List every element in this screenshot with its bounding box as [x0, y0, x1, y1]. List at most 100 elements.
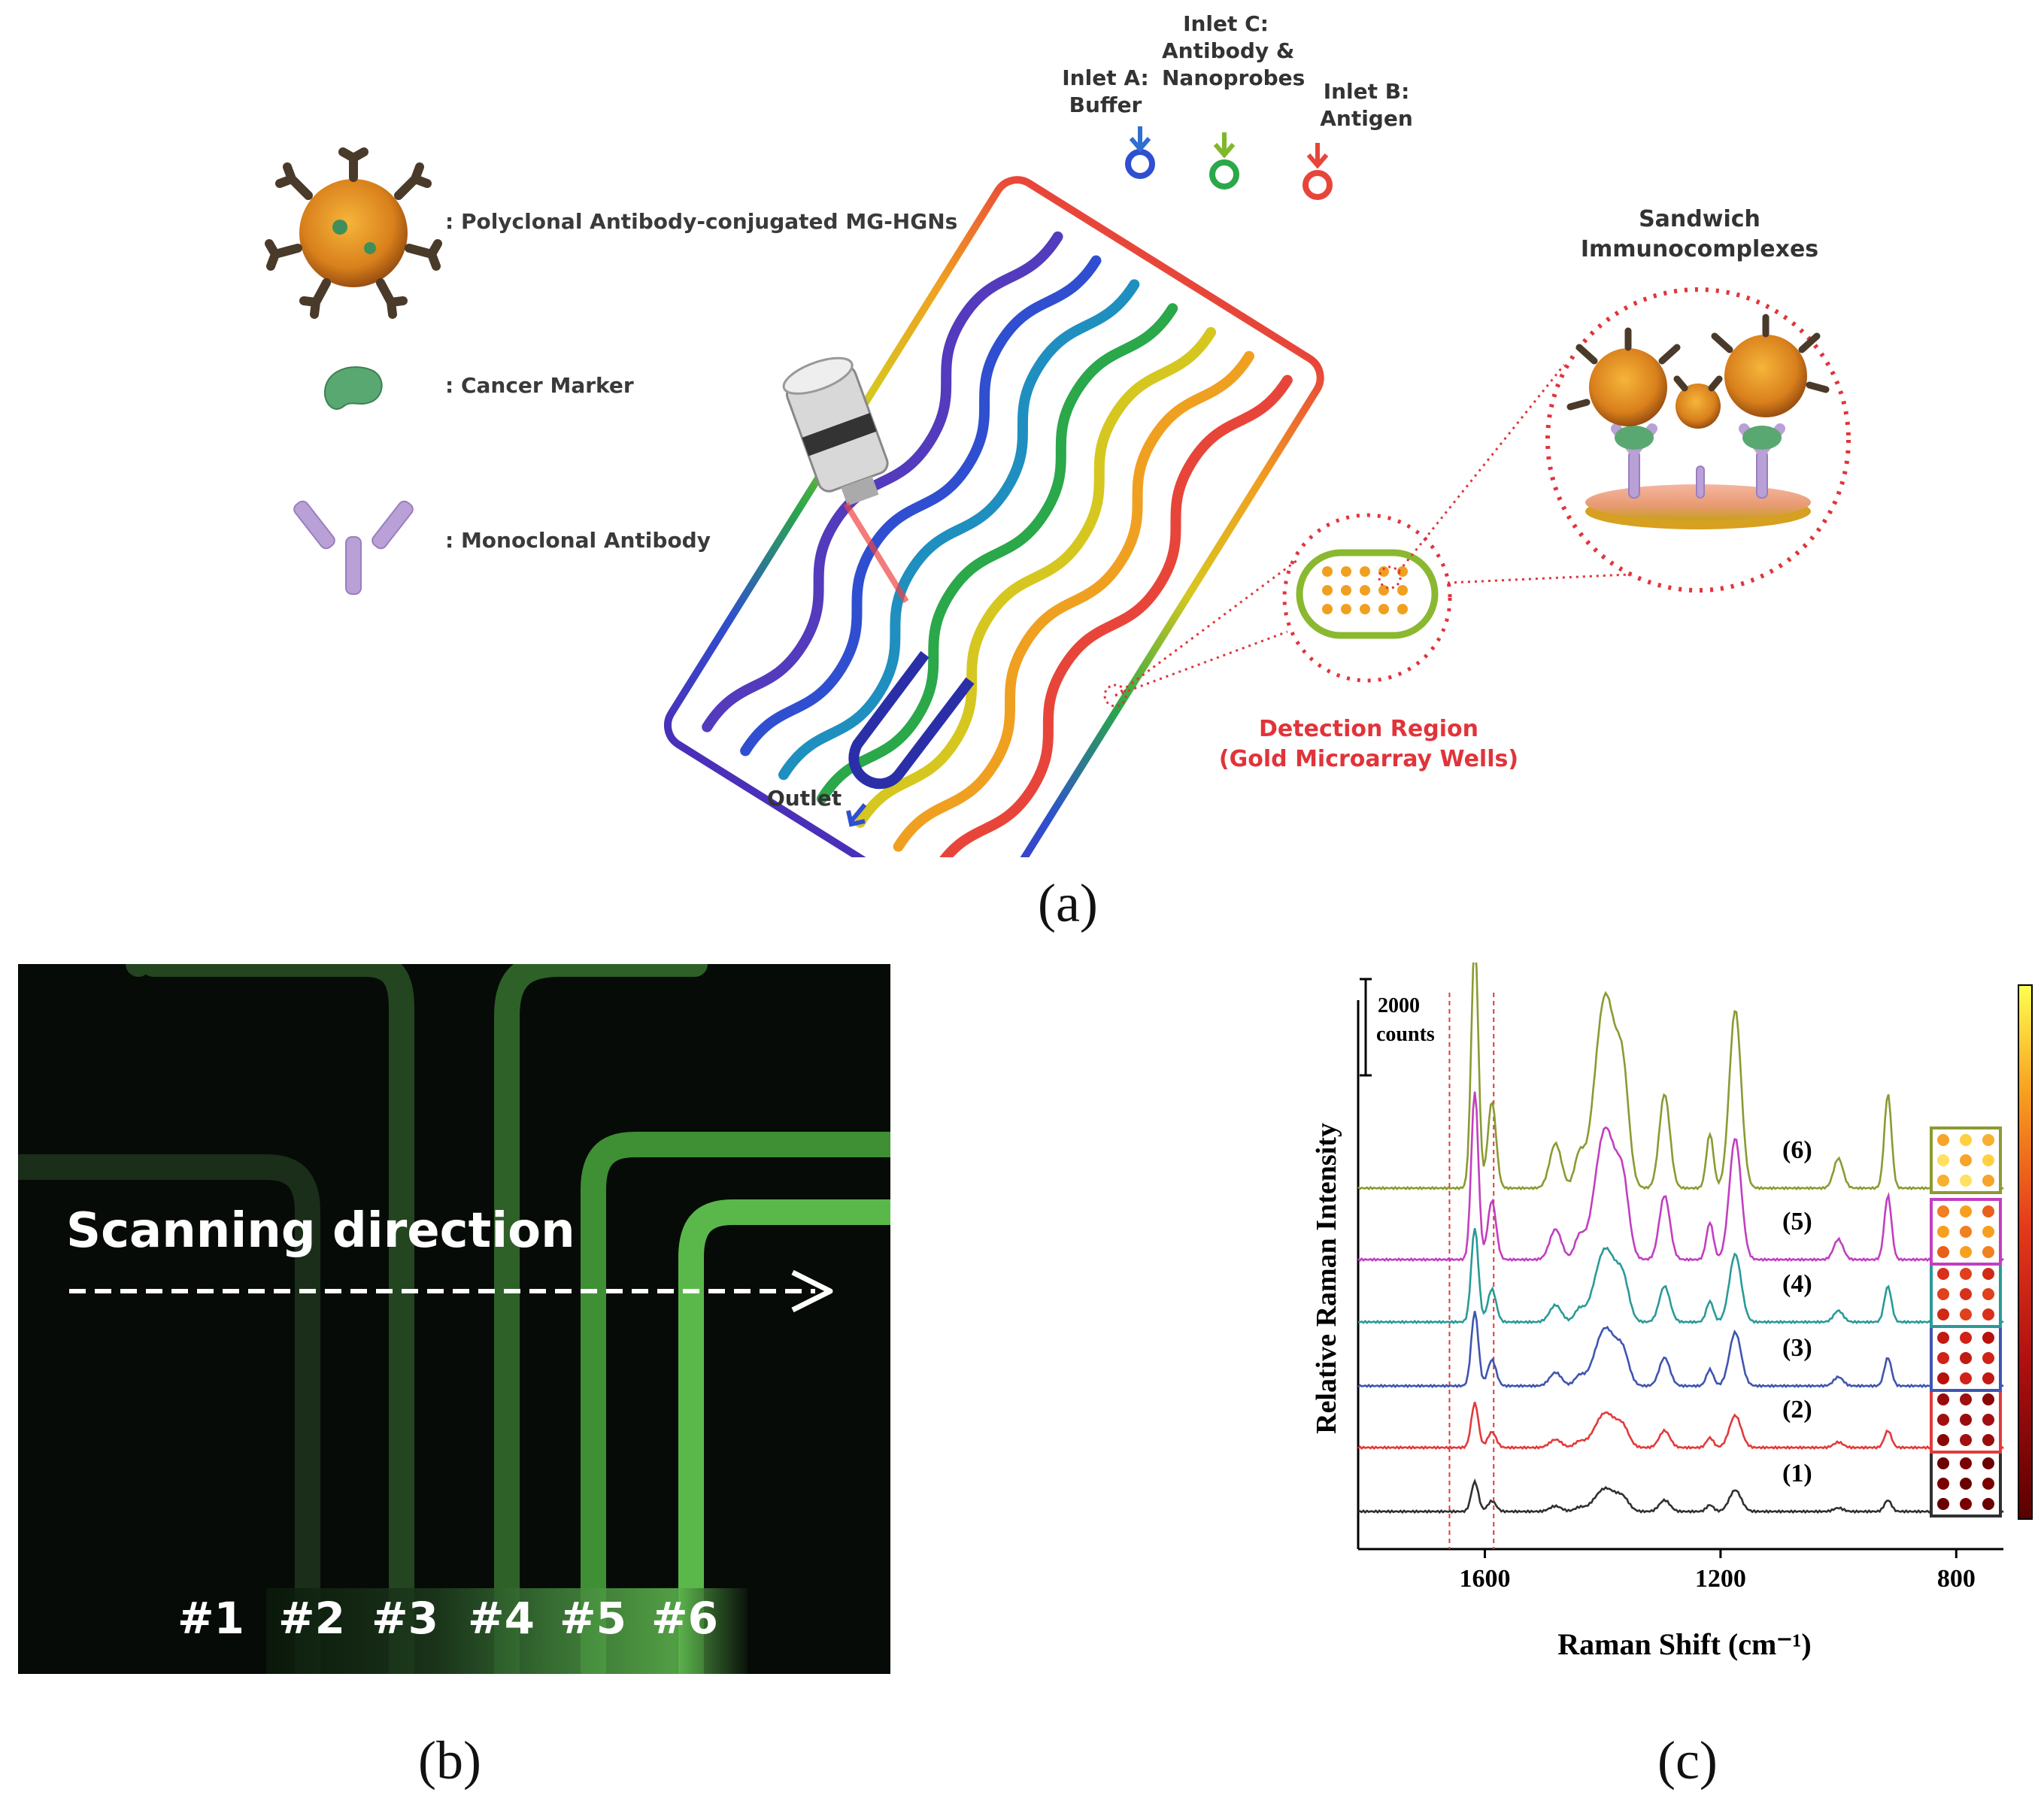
spectrum-line-3 — [1357, 1311, 2004, 1389]
inset-dot — [1960, 1332, 1972, 1344]
inset-dot — [1982, 1478, 1994, 1490]
scanning-direction-label: Scanning direction — [66, 1203, 575, 1259]
inset-dot — [1937, 1134, 1949, 1146]
inset-dot — [1937, 1205, 1949, 1217]
inset-dot — [1982, 1372, 1994, 1384]
inset-dot — [1937, 1393, 1949, 1405]
inset-dot — [1937, 1154, 1949, 1166]
inset-dot — [1960, 1457, 1972, 1469]
spectrum-line-2 — [1357, 1402, 2004, 1451]
y-axis-label: Relative Raman Intensity — [1311, 1123, 1342, 1434]
x-tick-label: 800 — [1937, 1565, 1976, 1593]
panel-a-label: (a) — [1038, 873, 1098, 933]
inlet-b-label: Inlet B: Antigen — [1310, 78, 1423, 132]
inset-dot — [1982, 1288, 1994, 1300]
panel-b-label: (b) — [418, 1730, 481, 1790]
inset-dot — [1982, 1308, 1994, 1320]
inset-dot — [1960, 1268, 1972, 1280]
detection-line2: (Gold Microarray Wells) — [1218, 746, 1519, 772]
series-label-2: (2) — [1782, 1396, 1812, 1424]
inset-dot — [1982, 1205, 1994, 1217]
inset-dot — [1982, 1175, 1994, 1187]
inset-dot — [1937, 1457, 1949, 1469]
inset-dot — [1982, 1457, 1994, 1469]
sandwich-zoom — [1545, 287, 1851, 593]
series-label-5: (5) — [1782, 1208, 1812, 1236]
inlet-c-line3: Nanoprobes — [1162, 65, 1306, 90]
channel-label-6: #6 — [651, 1593, 718, 1644]
inset-dot — [1960, 1134, 1972, 1146]
inset-dot — [1960, 1154, 1972, 1166]
channel-label-1: #1 — [177, 1593, 244, 1644]
inset-dot — [1937, 1372, 1949, 1384]
outlet-label: Outlet — [767, 786, 842, 811]
panel-b-micrograph — [18, 964, 890, 1674]
x-tick-label: 1200 — [1695, 1565, 1746, 1593]
inset-dot — [1960, 1226, 1972, 1238]
channel-label-4: #4 — [468, 1593, 535, 1644]
inset-dot — [1960, 1246, 1972, 1258]
inset-dot — [1960, 1498, 1972, 1510]
inset-dot — [1937, 1226, 1949, 1238]
inset-dot — [1960, 1175, 1972, 1187]
inset-dot — [1982, 1498, 1994, 1510]
inlet-b-line2: Antigen — [1320, 106, 1413, 131]
legend-label-cancer-marker: : Cancer Marker — [445, 373, 634, 398]
inset-dot — [1937, 1352, 1949, 1364]
sandwich-label: Sandwich Immunocomplexes — [1564, 205, 1835, 265]
inset-dot — [1960, 1308, 1972, 1320]
panel-a-illustration — [265, 126, 1851, 857]
spectrum-line-5 — [1357, 1091, 2004, 1263]
channel-label-3: #3 — [371, 1593, 438, 1644]
spectrum-line-1 — [1357, 1478, 2004, 1515]
series-label-1: (1) — [1782, 1460, 1812, 1487]
inset-dot — [1960, 1372, 1972, 1384]
legend-label-nanoprobe: : Polyclonal Antibody-conjugated MG-HGNs — [445, 209, 958, 234]
monoclonal-antibody-icon — [293, 500, 414, 595]
inset-dot — [1982, 1154, 1994, 1166]
scale-bar-value: 2000 — [1378, 994, 1420, 1017]
inset-dot — [1960, 1288, 1972, 1300]
panel-c-label: (c) — [1657, 1730, 1718, 1790]
nanoprobe-icon — [265, 147, 442, 319]
inset-dot — [1937, 1434, 1949, 1446]
colorbar — [2018, 984, 2033, 1520]
cancer-marker-icon — [323, 366, 383, 410]
inset-dot — [1982, 1332, 1994, 1344]
spectrum-line-4 — [1357, 1228, 2004, 1325]
inset-dot — [1982, 1414, 1994, 1426]
inlet-c-label: Inlet C: Antibody & Nanoprobes — [1162, 11, 1306, 92]
inset-dot — [1937, 1288, 1949, 1300]
inset-dot — [1937, 1414, 1949, 1426]
inset-dot — [1937, 1308, 1949, 1320]
x-axis-label: Raman Shift (cm⁻¹) — [1557, 1627, 1812, 1661]
inset-dot — [1982, 1226, 1994, 1238]
series-label-6: (6) — [1782, 1136, 1812, 1164]
inset-dot — [1982, 1352, 1994, 1364]
inset-dot — [1982, 1268, 1994, 1280]
sandwich-line1: Sandwich — [1639, 206, 1760, 232]
detection-zoom — [1103, 364, 1663, 708]
inset-dot — [1937, 1498, 1949, 1510]
inlet-a-line2: Buffer — [1069, 92, 1142, 117]
legend-label-monoclonal-antibody: : Monoclonal Antibody — [445, 528, 711, 553]
inlet-c-line2: Antibody & — [1162, 38, 1295, 63]
inset-dot — [1960, 1478, 1972, 1490]
inset-dot — [1982, 1393, 1994, 1405]
inlet-a-line1: Inlet A: — [1062, 65, 1149, 90]
inset-dot — [1937, 1268, 1949, 1280]
x-tick-label: 1600 — [1459, 1565, 1510, 1593]
inset-dot — [1982, 1434, 1994, 1446]
sandwich-line2: Immunocomplexes — [1580, 236, 1819, 262]
series-label-3: (3) — [1782, 1334, 1812, 1362]
inset-dot — [1960, 1434, 1972, 1446]
series-label-4: (4) — [1782, 1270, 1812, 1298]
inset-dot — [1960, 1352, 1972, 1364]
spectrum-line-6 — [1357, 963, 2004, 1191]
inset-dot — [1937, 1175, 1949, 1187]
inset-dot — [1937, 1246, 1949, 1258]
inlet-c-line1: Inlet C: — [1183, 11, 1269, 36]
inset-dot — [1937, 1478, 1949, 1490]
inset-dot — [1960, 1205, 1972, 1217]
